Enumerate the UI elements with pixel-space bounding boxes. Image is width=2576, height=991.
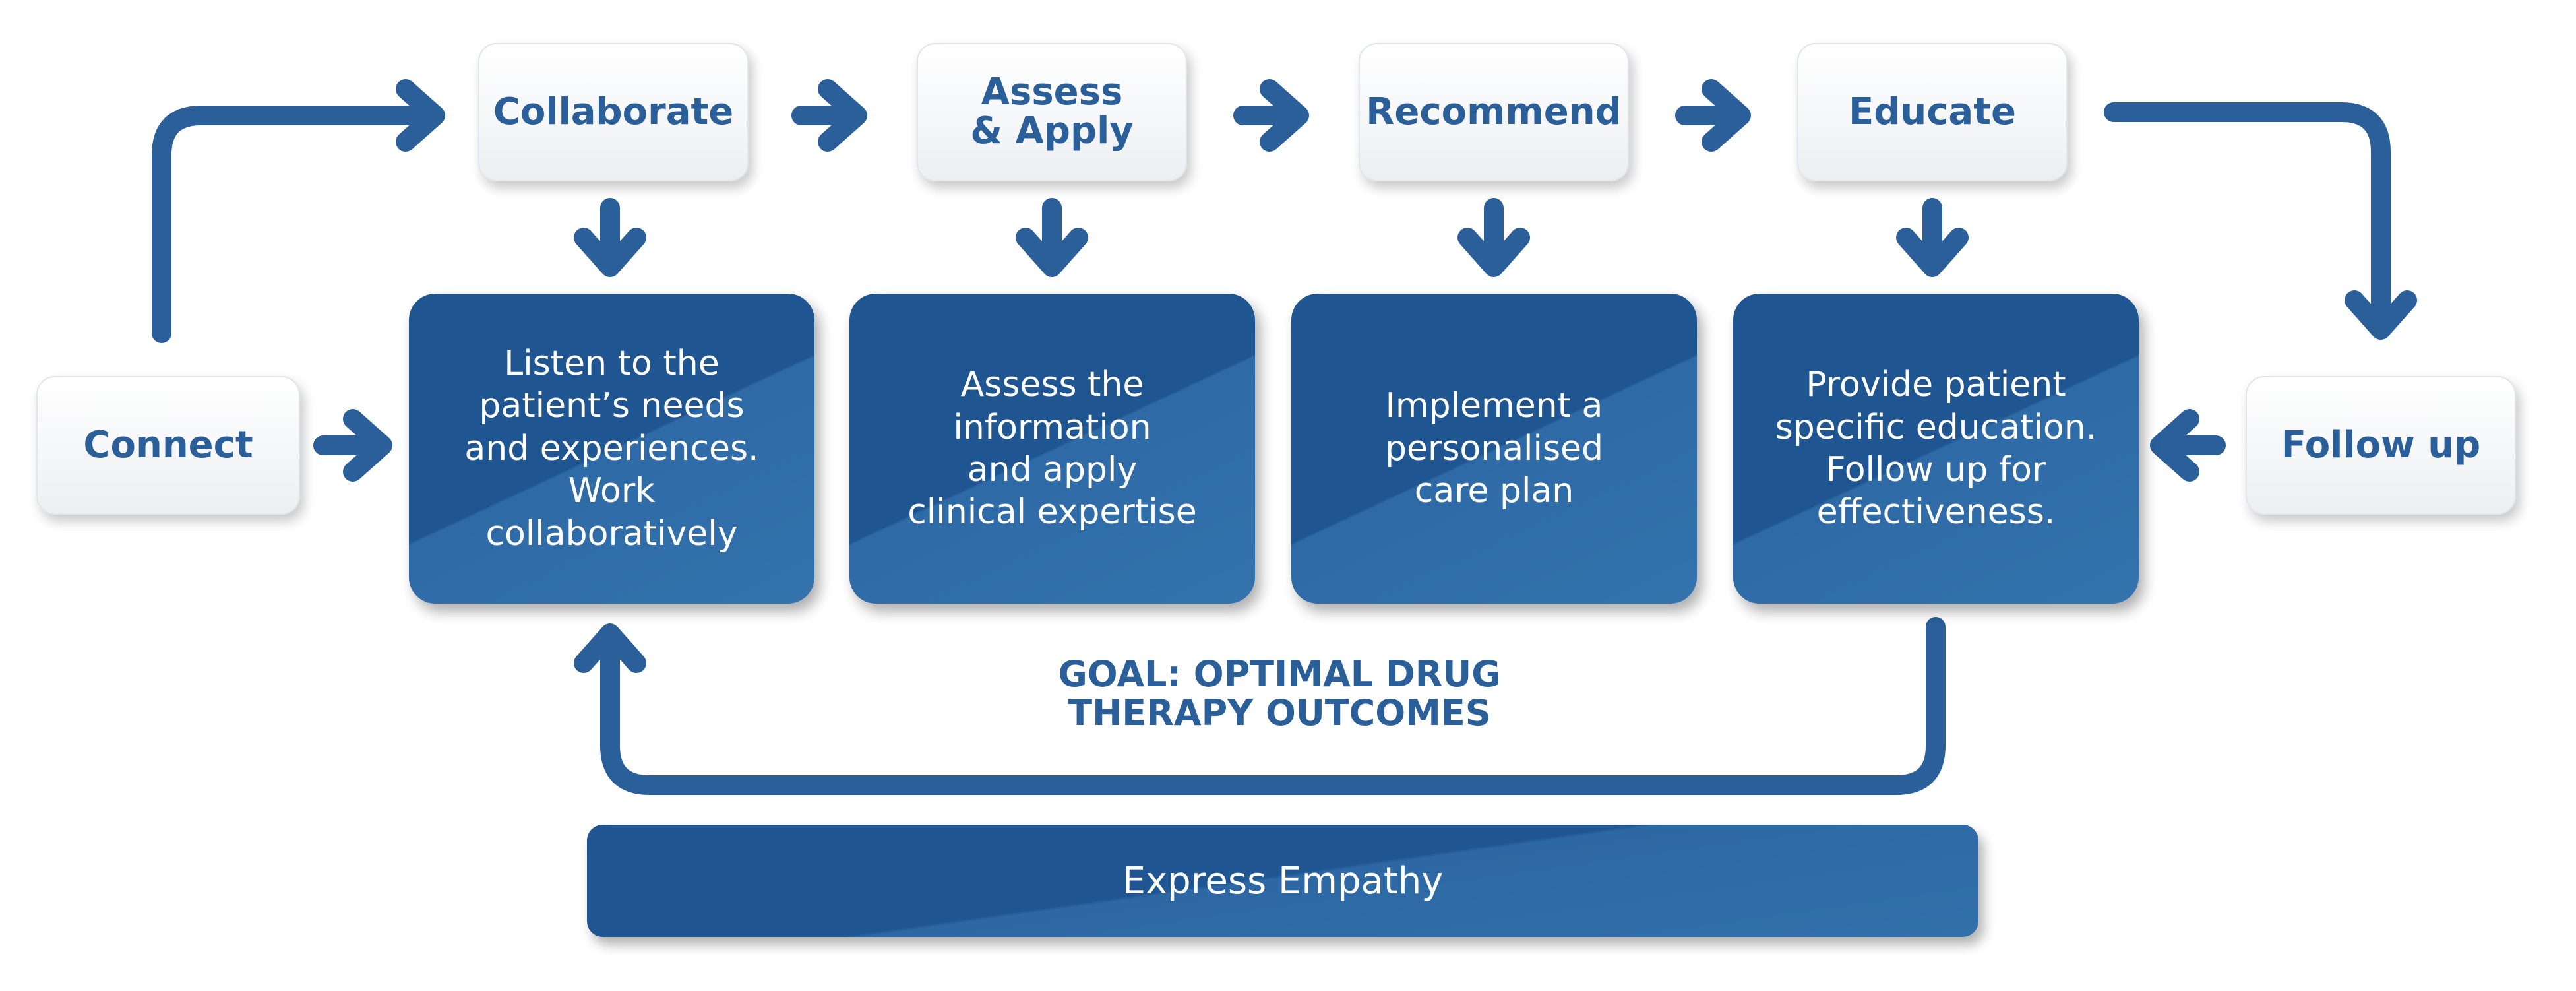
down-arrow-recommend	[1457, 198, 1530, 277]
connect-to-collaborate-arrowhead	[396, 79, 445, 152]
educate-box: Educate	[1797, 43, 2068, 181]
down-arrow-collaborate	[574, 198, 646, 277]
recommend-to-educate-arrow	[1675, 79, 1751, 152]
followup-to-provide-arrow	[2150, 409, 2226, 482]
express-empathy-label: Express Empathy	[1122, 859, 1444, 903]
down-arrow-educate	[1896, 198, 1969, 277]
listen-text: Listen to the patient’s needs and experi…	[464, 343, 759, 554]
connect-label: Connect	[83, 423, 253, 466]
return-loop-arrowhead	[574, 623, 646, 673]
educate-to-followup-arrowhead	[2345, 290, 2417, 340]
assess-text: Assess the information and apply clinica…	[907, 365, 1197, 532]
assess-to-recommend-arrow	[1233, 79, 1309, 152]
educate-label: Educate	[1849, 90, 2016, 133]
assess-box: Assess the information and apply clinica…	[849, 294, 1255, 604]
implement-text: Implement a personalised care plan	[1384, 386, 1604, 511]
return-loop-arrow	[600, 617, 1946, 795]
provide-box: Provide patient specific education. Foll…	[1733, 294, 2139, 604]
follow-up-box: Follow up	[2246, 376, 2516, 515]
follow-up-label: Follow up	[2281, 423, 2481, 466]
educate-to-followup-arrow	[2104, 102, 2391, 336]
collaborate-to-assess-arrow	[791, 79, 867, 152]
down-arrow-assess	[1016, 198, 1088, 277]
assess-apply-box: Assess & Apply	[917, 43, 1187, 181]
collaborate-label: Collaborate	[493, 90, 734, 133]
listen-box: Listen to the patient’s needs and experi…	[409, 294, 814, 604]
connect-to-collaborate-arrow	[152, 106, 442, 343]
goal-text: GOAL: OPTIMAL DRUG THERAPY OUTCOMES	[1058, 653, 1501, 734]
assess-apply-label: Assess & Apply	[970, 71, 1134, 152]
express-empathy-bar: Express Empathy	[587, 825, 1978, 937]
implement-box: Implement a personalised care plan	[1291, 294, 1697, 604]
recommend-box: Recommend	[1359, 43, 1629, 181]
collaborate-box: Collaborate	[478, 43, 749, 181]
recommend-label: Recommend	[1366, 90, 1622, 133]
provide-text: Provide patient specific education. Foll…	[1775, 365, 2097, 532]
connect-box: Connect	[36, 376, 300, 515]
connect-to-listen-arrow	[313, 409, 392, 482]
